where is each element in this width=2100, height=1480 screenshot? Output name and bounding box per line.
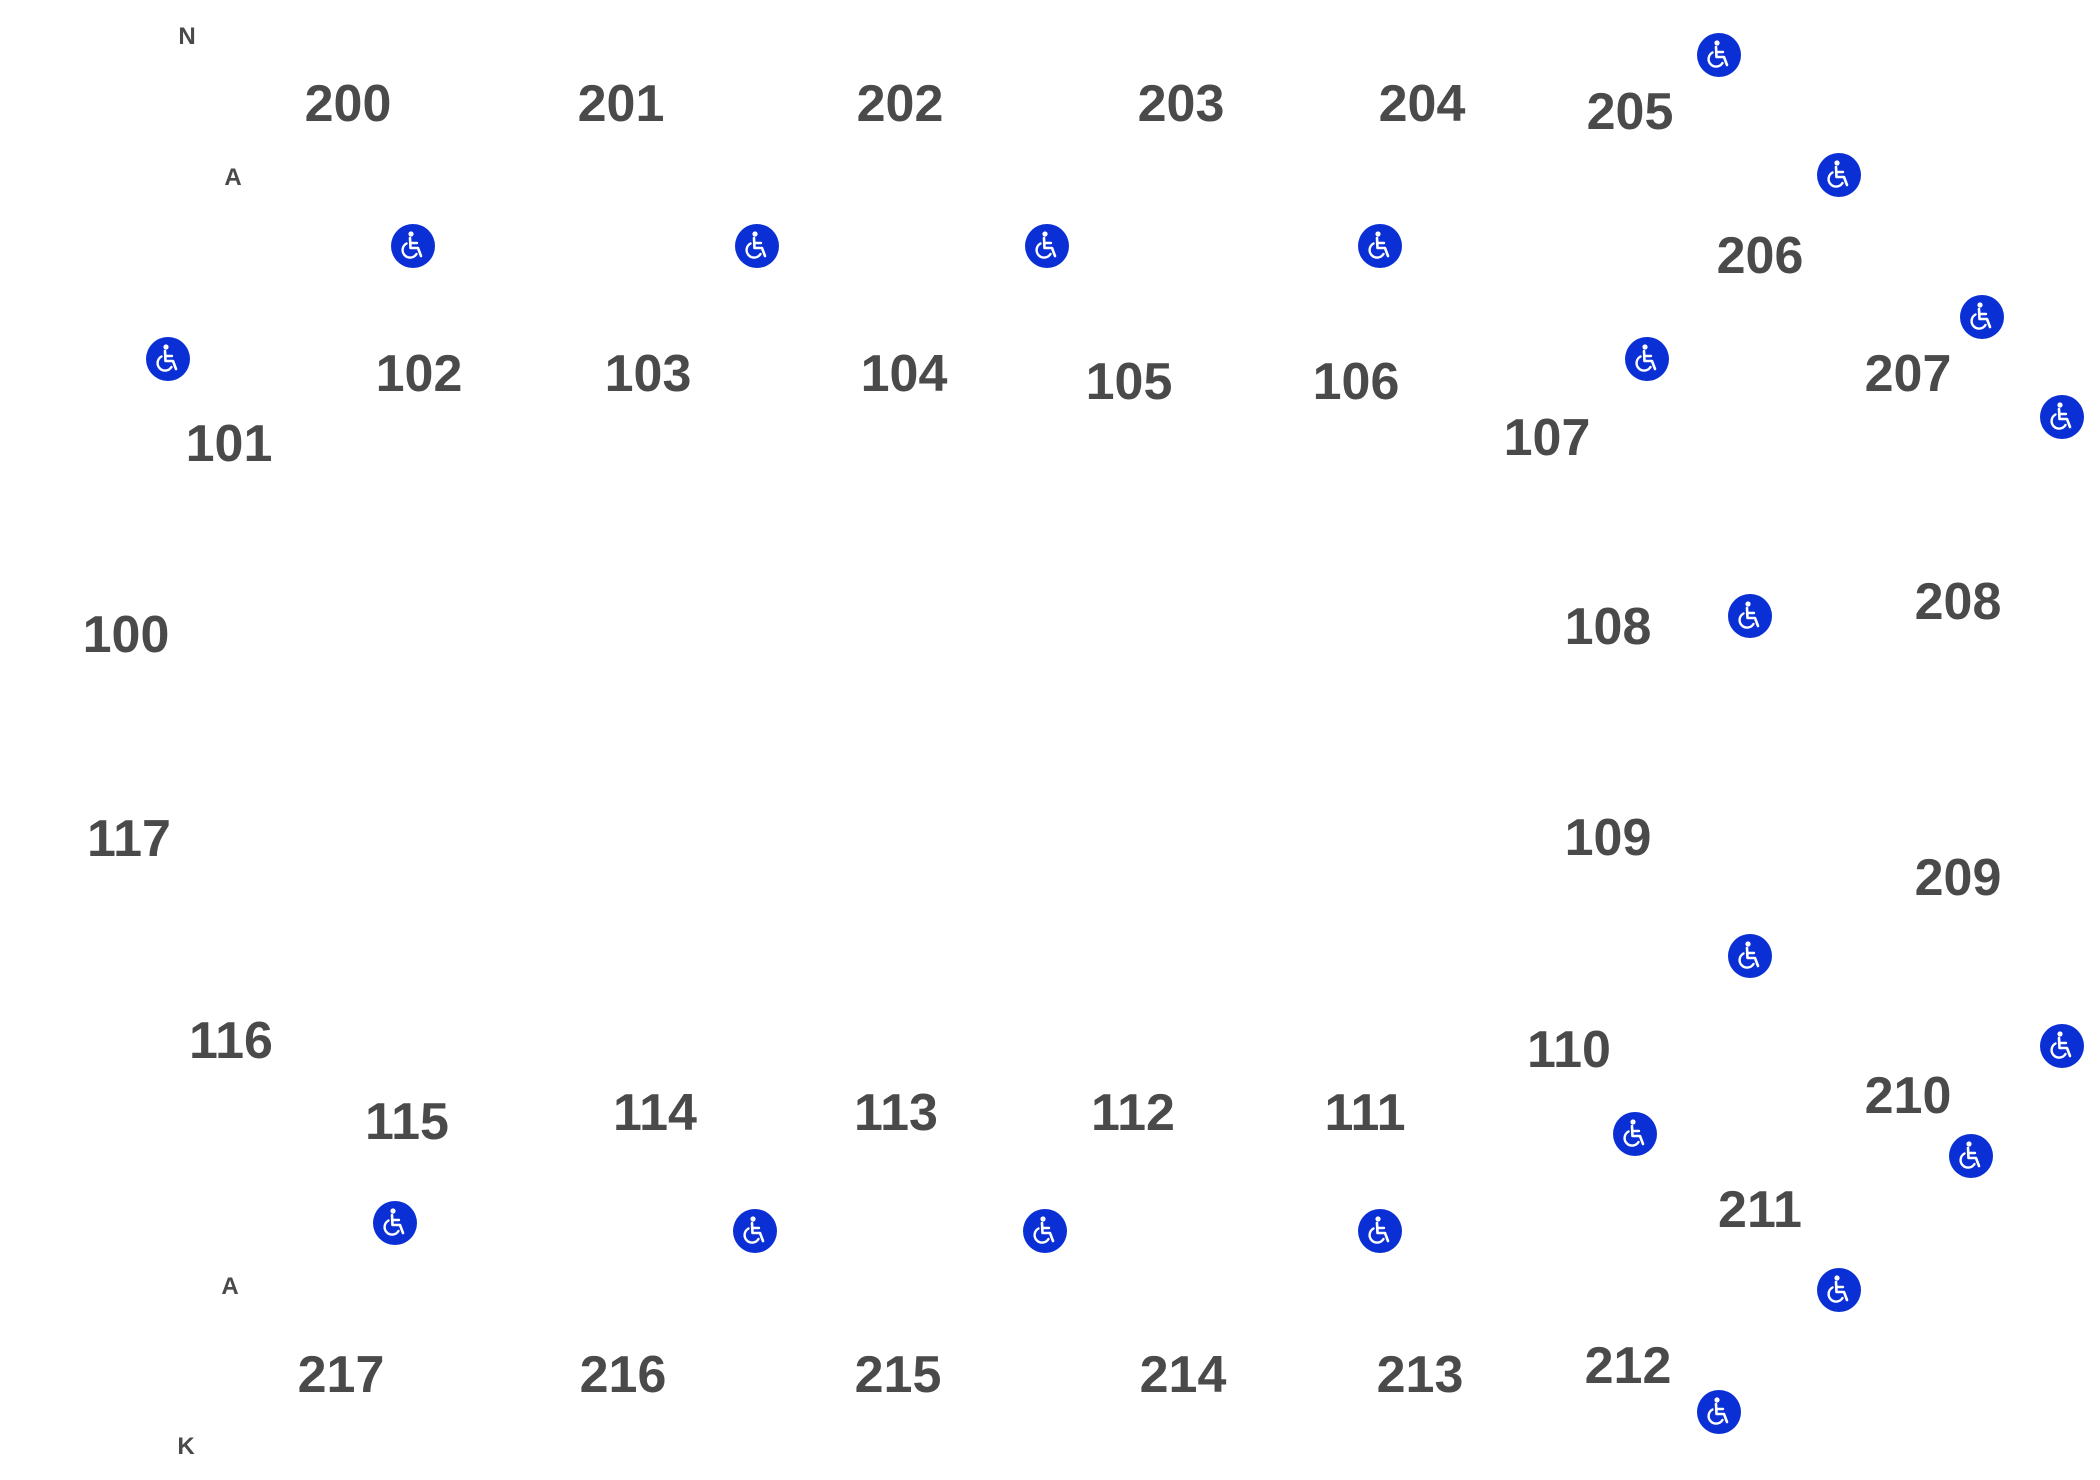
wheelchair-accessible-icon (1816, 1267, 1862, 1313)
wheelchair-accessible-icon (1696, 1389, 1742, 1435)
section-206[interactable]: 206 (1716, 227, 1804, 285)
section-217[interactable]: 217 (297, 1346, 385, 1404)
section-108[interactable]: 108 (1564, 598, 1652, 656)
wheelchair-accessible-icon (734, 223, 780, 269)
section-204[interactable]: 204 (1378, 75, 1466, 133)
section-105[interactable]: 105 (1085, 353, 1173, 411)
section-202[interactable]: 202 (856, 75, 944, 133)
wheelchair-accessible-icon (1624, 336, 1670, 382)
section-210[interactable]: 210 (1864, 1067, 1952, 1125)
section-201[interactable]: 201 (577, 75, 665, 133)
section-115[interactable]: 115 (365, 1093, 449, 1151)
section-117[interactable]: 117 (87, 810, 171, 868)
section-110[interactable]: 110 (1527, 1021, 1611, 1079)
wheelchair-accessible-icon (1022, 1208, 1068, 1254)
wheelchair-accessible-icon (1696, 32, 1742, 78)
section-111[interactable]: 111 (1324, 1084, 1406, 1142)
wheelchair-accessible-icon (1727, 593, 1773, 639)
section-207[interactable]: 207 (1864, 345, 1952, 403)
section-112[interactable]: 112 (1091, 1084, 1175, 1142)
wheelchair-accessible-icon (1357, 223, 1403, 269)
section-114[interactable]: 114 (613, 1084, 697, 1142)
section-215[interactable]: 215 (854, 1346, 942, 1404)
section-100[interactable]: 100 (82, 606, 170, 664)
section-216[interactable]: 216 (579, 1346, 667, 1404)
section-103[interactable]: 103 (604, 345, 692, 403)
section-102[interactable]: 102 (375, 345, 463, 403)
wheelchair-accessible-icon (1816, 152, 1862, 198)
section-213[interactable]: 213 (1376, 1346, 1464, 1404)
section-200[interactable]: 200 (304, 75, 392, 133)
section-208[interactable]: 208 (1914, 573, 2002, 631)
section-209[interactable]: 209 (1914, 849, 2002, 907)
section-101[interactable]: 101 (185, 415, 273, 473)
aisle-marker-top: A (224, 164, 242, 191)
wheelchair-accessible-icon (390, 223, 436, 269)
wheelchair-accessible-icon (1024, 223, 1070, 269)
wheelchair-accessible-icon (1727, 933, 1773, 979)
section-109[interactable]: 109 (1564, 809, 1652, 867)
wheelchair-accessible-icon (1959, 294, 2005, 340)
section-211[interactable]: 211 (1718, 1181, 1802, 1239)
north-marker: N (178, 23, 196, 50)
aisle-marker-bottom: A (221, 1273, 239, 1300)
wheelchair-accessible-icon (732, 1208, 778, 1254)
wheelchair-accessible-icon (2039, 1023, 2085, 1069)
wheelchair-accessible-icon (1612, 1111, 1658, 1157)
section-212[interactable]: 212 (1584, 1337, 1672, 1395)
section-106[interactable]: 106 (1312, 353, 1400, 411)
wheelchair-accessible-icon (372, 1200, 418, 1246)
wheelchair-accessible-icon (1948, 1133, 1994, 1179)
section-116[interactable]: 116 (189, 1012, 273, 1070)
wheelchair-accessible-icon (1357, 1208, 1403, 1254)
section-104[interactable]: 104 (860, 345, 948, 403)
k-marker: K (177, 1433, 195, 1460)
section-113[interactable]: 113 (854, 1084, 938, 1142)
section-107[interactable]: 107 (1503, 409, 1591, 467)
section-205[interactable]: 205 (1586, 83, 1674, 141)
section-203[interactable]: 203 (1137, 75, 1225, 133)
section-214[interactable]: 214 (1139, 1346, 1227, 1404)
wheelchair-accessible-icon (145, 336, 191, 382)
wheelchair-accessible-icon (2039, 394, 2085, 440)
